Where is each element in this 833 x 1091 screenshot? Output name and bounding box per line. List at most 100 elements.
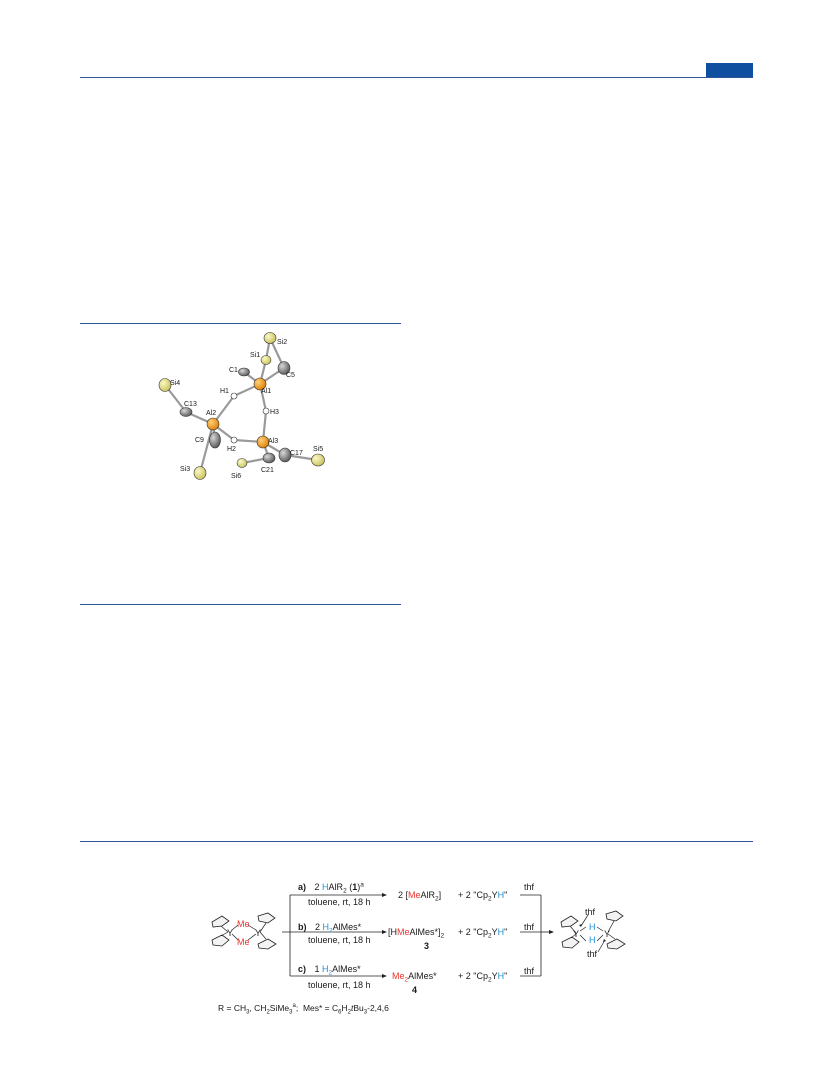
si2-atom <box>263 332 277 344</box>
label-c9: C9 <box>195 437 204 444</box>
row-a-reagent-sub: 2 <box>343 888 347 895</box>
row-c-product-main: AlMes* <box>408 971 437 981</box>
row-b-reagent: b) 2 H2AlMes* <box>298 922 362 935</box>
label-al2: Al2 <box>206 410 216 417</box>
row-b-yh-suffix: " <box>504 927 507 937</box>
row-a-yh-y: Y <box>492 890 498 900</box>
footnote-r-sub1: 3 <box>246 1009 250 1016</box>
row-a-yh-suffix: " <box>504 890 507 900</box>
row-c-yh: + 2 "Cp2YH" <box>458 971 507 984</box>
row-c-reagent-main: AlMes* <box>332 964 361 974</box>
row-a-reagent-sup: a <box>360 882 364 889</box>
row-a-thf: thf <box>524 882 535 892</box>
c9-atom <box>209 431 221 449</box>
label-si5: Si5 <box>313 446 323 453</box>
row-b-yh-y: Y <box>492 927 498 937</box>
c5-atom <box>277 361 291 375</box>
row-b-product: [HMeAlMes*]2 <box>388 927 445 940</box>
si4-atom <box>158 378 172 392</box>
label-si1: Si1 <box>250 352 260 359</box>
footnote-r-mid: , CH <box>249 1003 267 1013</box>
label-al3: Al3 <box>268 438 278 445</box>
h1-atom <box>230 392 238 400</box>
row-a-reagent-prefix: 2 <box>315 882 323 892</box>
product-y-left: Y <box>573 929 579 939</box>
row-a-product-prefix: 2 [ <box>398 890 409 900</box>
row-a-label: a) <box>298 882 306 892</box>
row-b-reagent-h: H <box>323 922 330 932</box>
product-thf-top: thf <box>585 907 596 917</box>
arrow-heads <box>382 893 554 978</box>
reactant-me-bottom: Me <box>237 937 250 947</box>
row-b-product-main: AlMes*] <box>410 927 441 937</box>
row-a-yh-prefix: + 2 "Cp <box>458 890 488 900</box>
label-si3: Si3 <box>180 466 190 473</box>
label-c1: C1 <box>229 367 238 374</box>
h3-atom <box>262 407 270 415</box>
row-c-reagent: c) 1 H2AlMes* <box>298 964 361 977</box>
row-c-reagent-sub: 2 <box>329 970 333 977</box>
product-dimer: thf thf Y Y H H <box>560 907 626 959</box>
footnote-mes-sub1: 6 <box>338 1009 342 1016</box>
row-b-yh-h: H <box>498 927 505 937</box>
footnote-mes-bu: Bu <box>353 1003 364 1013</box>
row-c-product-number: 4 <box>412 985 417 995</box>
product-h-bottom: H <box>589 935 596 945</box>
footnote-mes-h: H <box>341 1003 348 1013</box>
row-c-reagent-h: H <box>322 964 329 974</box>
header-rule <box>80 77 753 78</box>
row-c-conditions: toluene, rt, 18 h <box>308 980 371 990</box>
reaction-scheme: Y Y Me Me a) 2 HAlR2 (1)a toluene, rt, 1… <box>211 882 626 995</box>
scheme-arrows <box>282 894 549 977</box>
row-a-reagent-main: AlR <box>329 882 344 892</box>
row-b-yh: + 2 "Cp2YH" <box>458 927 507 940</box>
row-c-product: Me2AlMes* <box>392 971 437 984</box>
row-b-product-number: 3 <box>424 941 429 951</box>
row-a-product-suffix: ] <box>439 890 442 900</box>
si5-atom <box>311 453 325 467</box>
footnote-mes-t: t <box>350 1003 354 1013</box>
h2-atom <box>230 436 238 444</box>
footnote-r-sub2: 2 <box>266 1009 270 1016</box>
scheme-top-rule <box>80 841 753 842</box>
row-a-product: 2 [MeAlR2] <box>398 890 441 903</box>
row-b-yh-prefix: + 2 "Cp <box>458 927 488 937</box>
row-b-reagent-prefix: 2 <box>315 922 323 932</box>
row-c-label: c) <box>298 964 306 974</box>
si6-atom <box>236 458 248 468</box>
al2-atom <box>206 417 220 431</box>
c13-atom <box>179 407 193 417</box>
row-c-yh-sub: 2 <box>488 977 492 984</box>
row-c-product-me: Me <box>392 971 405 981</box>
al1-atom <box>253 377 267 391</box>
label-h2: H2 <box>227 446 236 453</box>
label-h3: H3 <box>270 409 279 416</box>
figure-bottom-rule <box>80 604 401 605</box>
reactant-me-top: Me <box>237 919 250 929</box>
row-b-product-prefix: [H <box>388 927 397 937</box>
row-a-yh-sub: 2 <box>488 896 492 903</box>
row-c-yh-y: Y <box>492 971 498 981</box>
crystal-structure-figure: Si2 Si1 C1 C5 Al1 H1 Si4 C13 Al2 H3 C9 H… <box>158 332 325 480</box>
row-a-yh: + 2 "Cp2YH" <box>458 890 507 903</box>
label-si6: Si6 <box>231 473 241 480</box>
footnote-sep: ; <box>295 1003 303 1013</box>
footnote-r-sub3: 3 <box>289 1009 293 1016</box>
row-c-product-sub: 2 <box>405 977 409 984</box>
footnote-r-sime: SiMe <box>269 1003 290 1013</box>
row-b-reagent-sub: 2 <box>329 928 333 935</box>
c21-atom <box>262 452 276 464</box>
footnote-mes-sub2: 2 <box>347 1009 351 1016</box>
footnote-r-sup: a <box>292 1003 296 1010</box>
row-a-yh-h: H <box>498 890 505 900</box>
row-c-reagent-prefix: 1 <box>315 964 323 974</box>
footnote-mes-tail: -2,4,6 <box>367 1003 389 1013</box>
row-b-product-me: Me <box>397 927 410 937</box>
row-b-product-sub: 2 <box>441 933 445 940</box>
header-tab <box>706 63 753 77</box>
product-h-top: H <box>589 922 596 932</box>
row-a-reagent: a) 2 HAlR2 (1)a <box>298 882 364 895</box>
al3-atom <box>256 435 270 449</box>
si3-atom <box>193 466 207 480</box>
row-a-compound: 1 <box>352 882 357 892</box>
